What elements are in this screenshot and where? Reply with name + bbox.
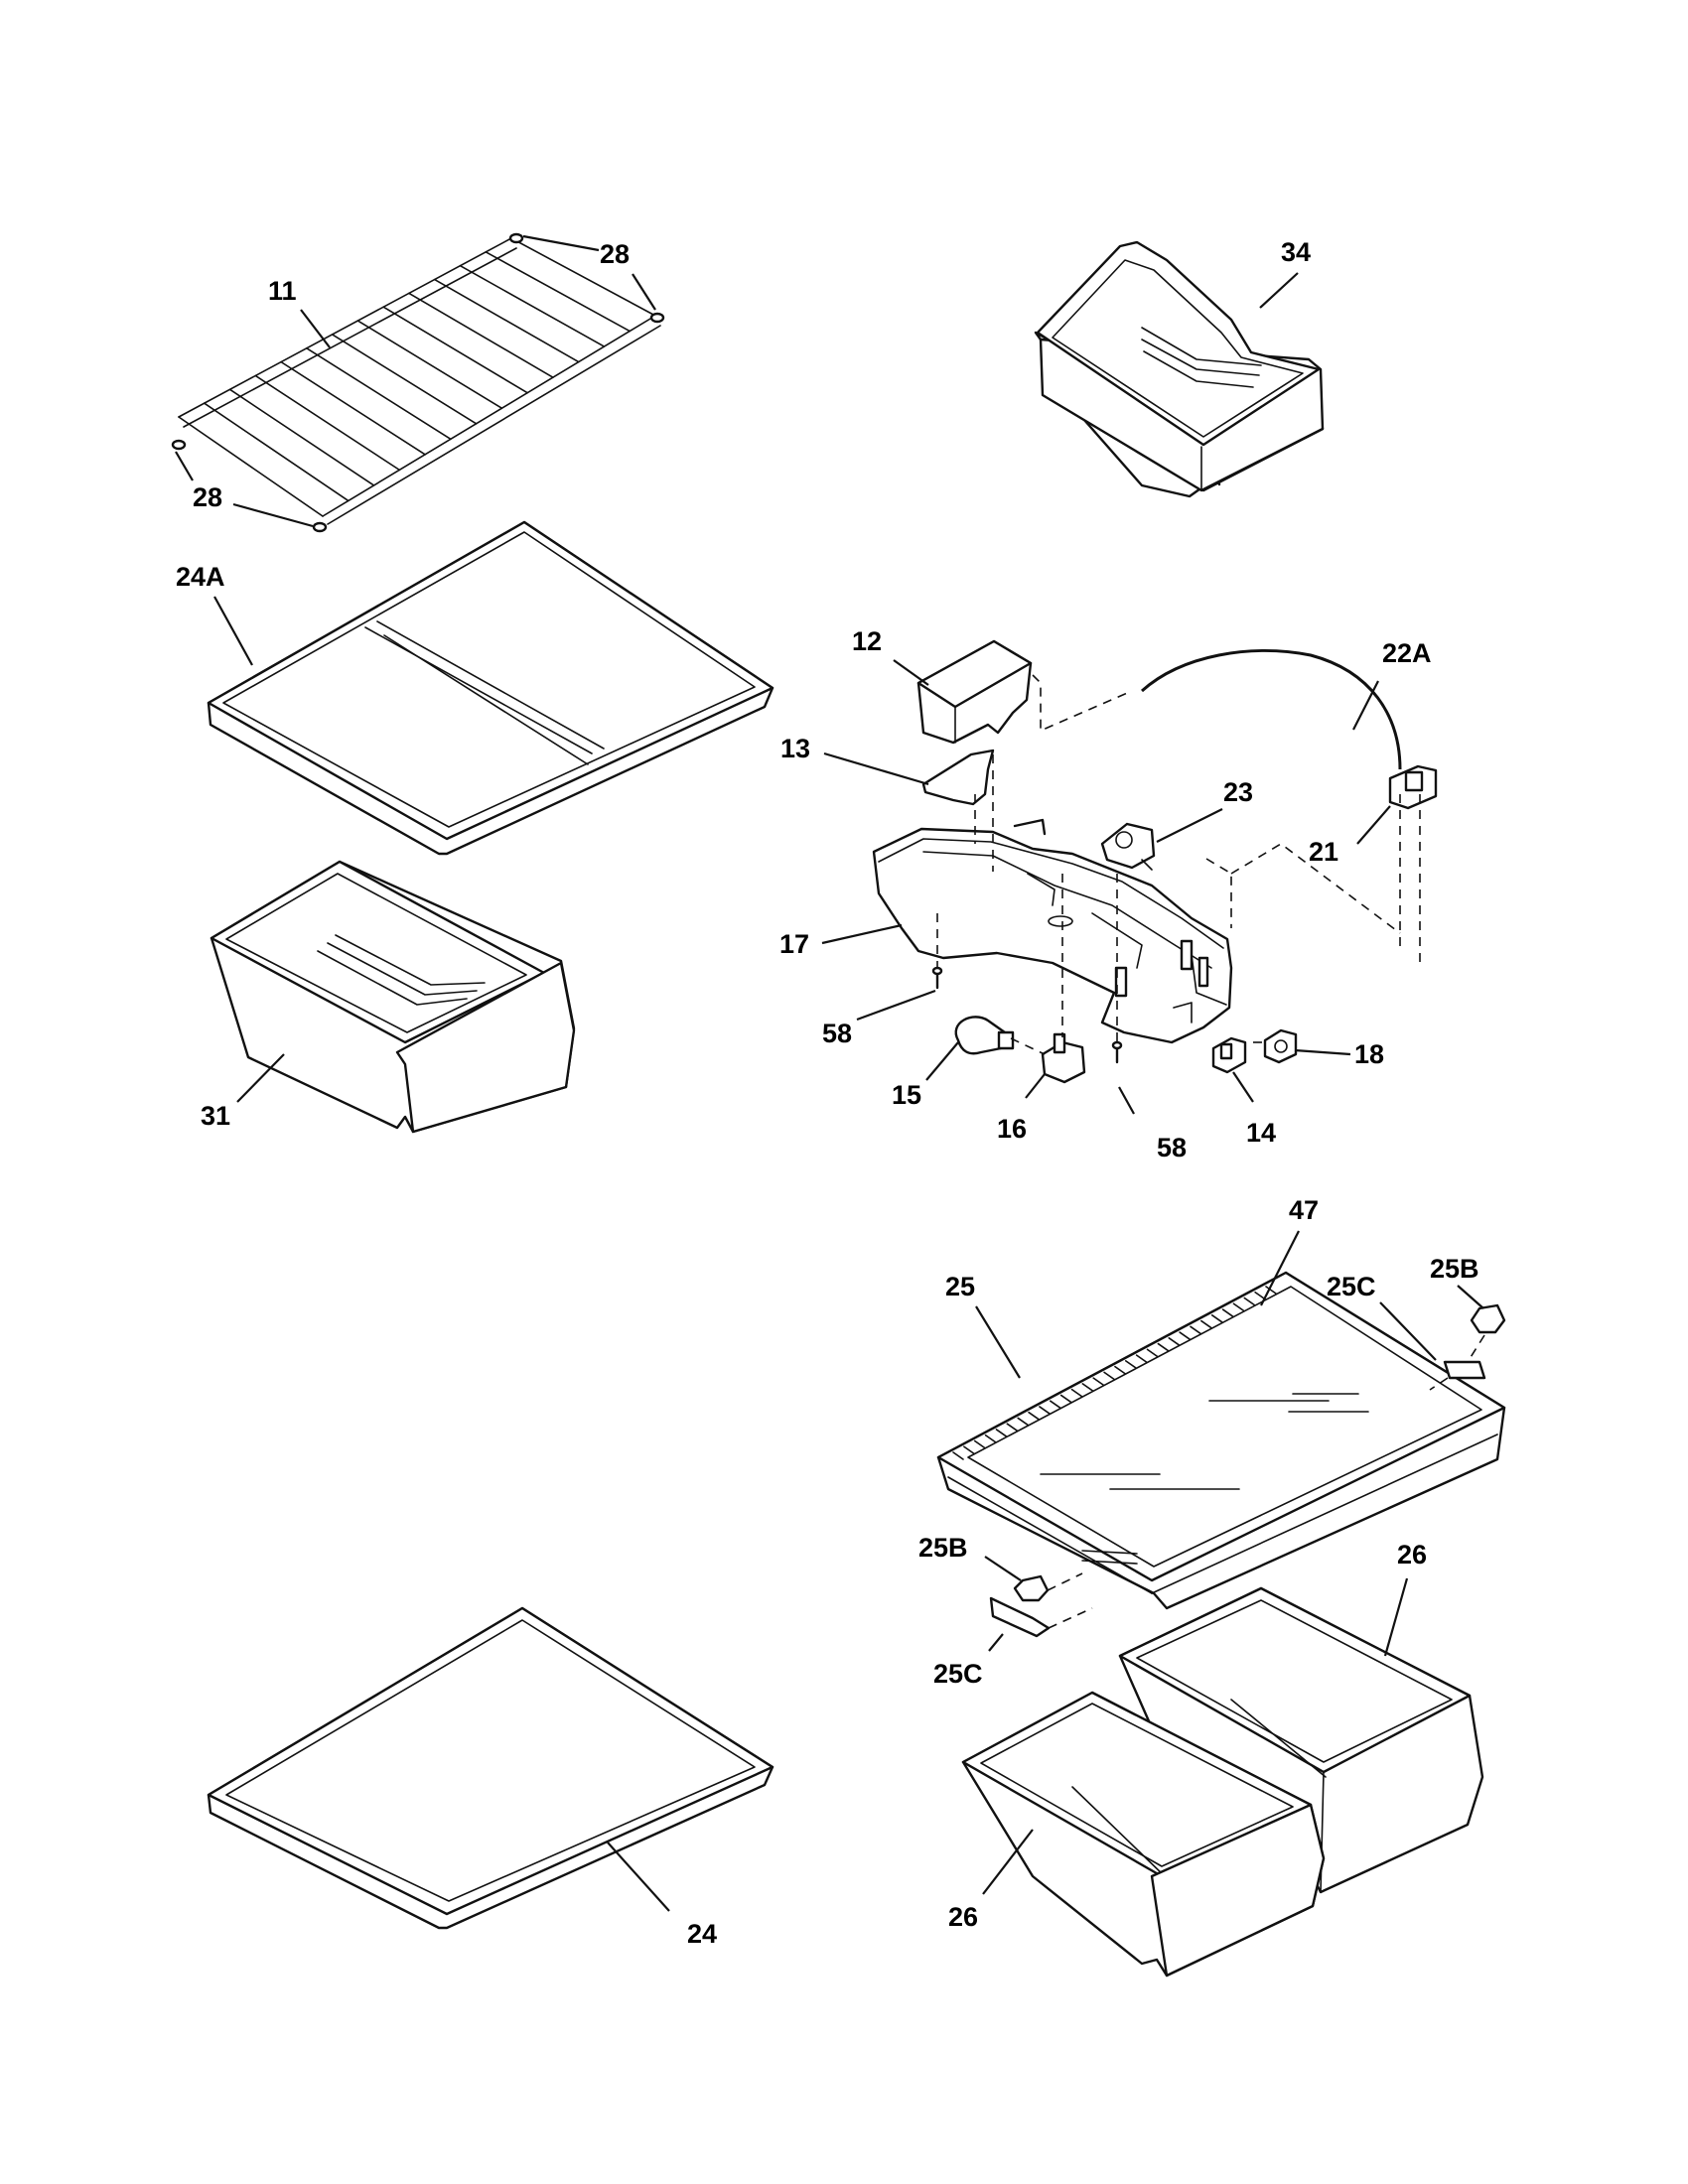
label-26-left: 26 — [948, 1902, 978, 1932]
label-23: 23 — [1223, 777, 1253, 807]
crisper-drawer-26-front — [961, 1691, 1326, 1978]
lens-13 — [921, 749, 995, 806]
screw-58-left — [931, 966, 943, 990]
leader-lines — [175, 234, 1484, 1912]
label-12: 12 — [852, 626, 882, 656]
bulb-15 — [954, 1016, 1015, 1055]
label-31: 31 — [201, 1101, 230, 1131]
label-58-right: 58 — [1157, 1133, 1187, 1162]
glass-shelf-24A — [207, 520, 774, 856]
bracket-25C-bottom — [989, 1596, 1051, 1638]
crisper-cover-25 — [936, 1271, 1506, 1610]
label-58-left: 58 — [822, 1019, 852, 1048]
label-25B-top: 25B — [1430, 1254, 1479, 1284]
light-shield-12 — [916, 639, 1033, 745]
label-25B-bottom: 25B — [918, 1533, 968, 1563]
socket-16 — [1041, 1032, 1086, 1084]
label-13: 13 — [780, 734, 810, 763]
label-18: 18 — [1354, 1039, 1384, 1069]
label-25C-top: 25C — [1327, 1272, 1376, 1301]
knob-18 — [1263, 1028, 1298, 1064]
label-26-right: 26 — [1397, 1540, 1427, 1570]
wire-shelf-11 — [171, 232, 665, 533]
part-number-labels: 11 28 28 34 24A 12 22A 13 23 21 17 58 18… — [176, 237, 1479, 1949]
screw-58-right — [1111, 1040, 1123, 1064]
switch-21 — [1388, 764, 1438, 810]
label-17: 17 — [779, 929, 809, 959]
label-22A: 22A — [1382, 638, 1432, 668]
clip-25B-bottom — [1013, 1574, 1050, 1602]
glass-shelf-24 — [207, 1606, 774, 1930]
label-25: 25 — [945, 1272, 975, 1301]
label-14: 14 — [1246, 1118, 1276, 1148]
wire-22A — [1140, 649, 1402, 770]
handle-strip — [1081, 1550, 1138, 1565]
ice-bin-34 — [1034, 240, 1325, 498]
label-16: 16 — [997, 1114, 1027, 1144]
crisper-31 — [210, 860, 576, 1134]
label-21: 21 — [1309, 837, 1338, 867]
control-housing-17 — [872, 818, 1233, 1044]
label-28-top: 28 — [600, 239, 630, 269]
switch-14 — [1211, 1036, 1247, 1074]
label-47: 47 — [1289, 1195, 1319, 1225]
thermostat-23 — [1100, 822, 1156, 871]
glass-insert-47 — [1040, 1393, 1369, 1490]
label-24: 24 — [687, 1919, 717, 1949]
label-11: 11 — [268, 276, 297, 306]
label-15: 15 — [892, 1080, 921, 1110]
label-24A: 24A — [176, 562, 225, 592]
clip-25B-top — [1470, 1303, 1506, 1334]
label-34: 34 — [1281, 237, 1311, 267]
bracket-25C-top — [1443, 1360, 1486, 1380]
label-25C-bottom: 25C — [933, 1659, 983, 1689]
label-28-bottom: 28 — [193, 482, 222, 512]
